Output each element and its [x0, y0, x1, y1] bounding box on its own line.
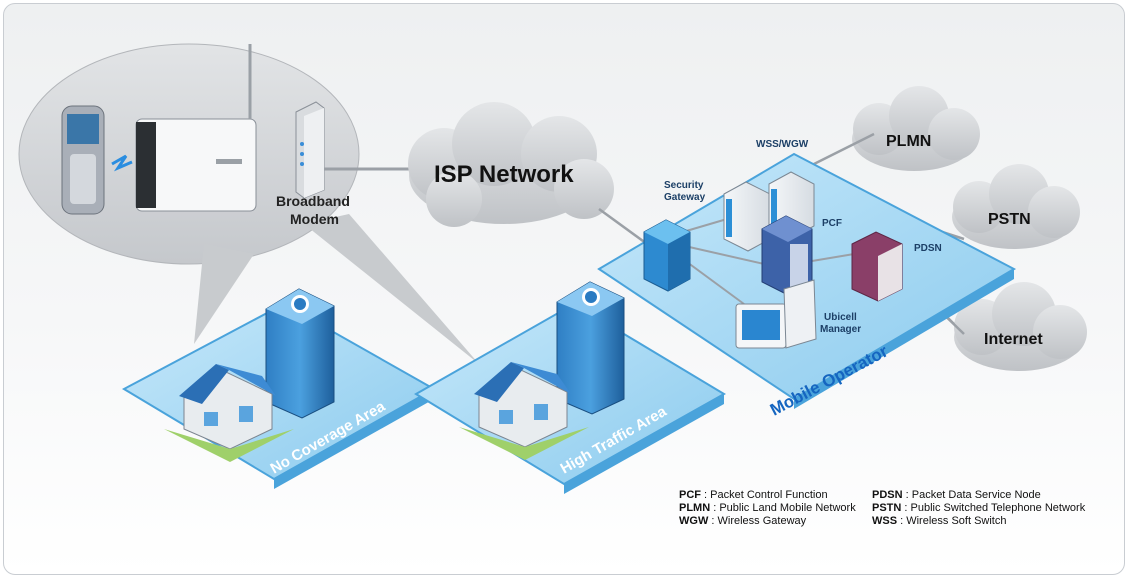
- legend-row: PDSN : Packet Data Service Node: [872, 489, 1041, 501]
- pcf-icon: [761, 215, 813, 296]
- pstn-cloud: [952, 164, 1080, 249]
- house-icon: [164, 364, 294, 462]
- plmn-cloud: [852, 86, 980, 171]
- legend-row: WGW : Wireless Gateway: [679, 515, 807, 527]
- broadband-modem-label-line2: Modem: [290, 211, 339, 227]
- pdsn-icon: [851, 231, 903, 302]
- ubicell-manager-label-line1: Ubicell: [824, 312, 857, 323]
- network-diagram: Broadband Modem ISP Network PLMN PSTN In…: [18, 43, 1087, 494]
- diagram-frame: Broadband Modem ISP Network PLMN PSTN In…: [3, 3, 1125, 575]
- pcf-label: PCF: [822, 218, 842, 229]
- internet-label: Internet: [984, 331, 1043, 348]
- legend-right: PDSN : Packet Data Service Node PSTN : P…: [872, 489, 1085, 528]
- legend-row: PCF : Packet Control Function: [679, 489, 828, 501]
- plmn-label: PLMN: [886, 133, 931, 150]
- mobile-operator-platform-edge: [794, 269, 1014, 409]
- isp-network-cloud: [408, 102, 614, 227]
- pdsn-label: PDSN: [914, 243, 942, 254]
- legend-left: PCF : Packet Control Function PLMN : Pub…: [679, 489, 856, 528]
- high-traffic-area-platform-edge: [564, 394, 724, 494]
- no-coverage-area-platform-edge: [274, 389, 434, 489]
- ubicell-manager-icon: [735, 279, 817, 349]
- isp-network-label: ISP Network: [434, 161, 574, 188]
- security-gateway-label-line1: Security: [664, 180, 704, 191]
- security-gateway-icon: [643, 219, 691, 292]
- broadband-modem-label-line1: Broadband: [276, 193, 350, 209]
- broadband-modem-icon: [295, 101, 325, 199]
- wireless-signal-icon: [111, 154, 133, 172]
- office-tower-icon: [556, 281, 625, 415]
- legend-row: WSS : Wireless Soft Switch: [872, 515, 1007, 527]
- legend-row: PSTN : Public Switched Telephone Network: [872, 502, 1086, 514]
- office-tower-icon: [265, 288, 335, 419]
- mobile-phone-icon: [61, 105, 105, 215]
- security-gateway-label-line2: Gateway: [664, 192, 706, 203]
- femtocell-icon: [135, 44, 257, 212]
- wss-wgw-label: WSS/WGW: [756, 139, 809, 150]
- pstn-label: PSTN: [988, 211, 1031, 228]
- ubicell-manager-label-line2: Manager: [820, 324, 861, 335]
- internet-cloud: [954, 282, 1087, 371]
- house-icon: [459, 362, 589, 460]
- wss-wgw-icon: [723, 171, 815, 252]
- legend-row: PLMN : Public Land Mobile Network: [679, 502, 856, 514]
